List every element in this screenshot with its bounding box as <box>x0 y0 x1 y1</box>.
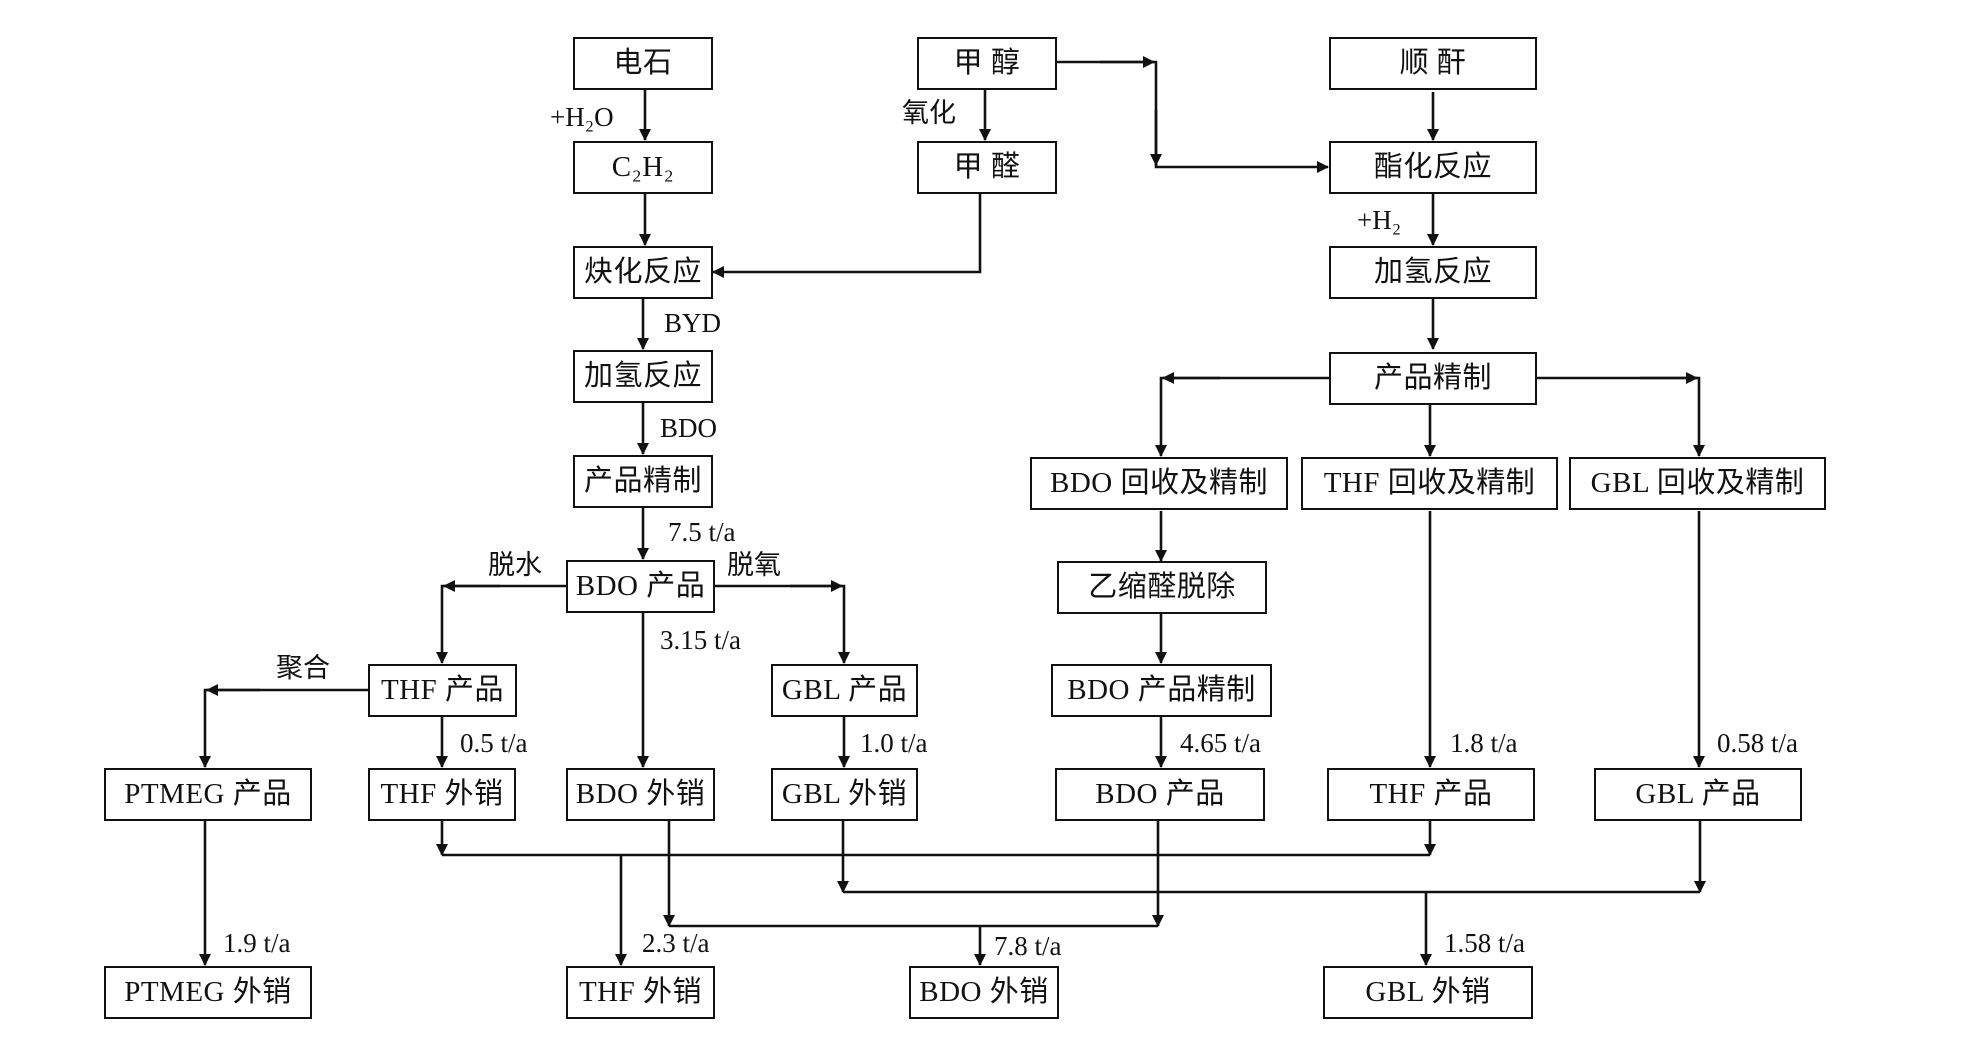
label-flow-4-65: 4.65 t/a <box>1180 728 1261 758</box>
node-methanol: 甲 醇 <box>917 37 1057 90</box>
label-bdo: BDO <box>660 413 718 443</box>
node-label: 加氢反应 <box>1373 256 1492 288</box>
label-oxidation: 氧化 <box>902 98 956 128</box>
node-acetylene: C₂H₂ <box>573 141 713 194</box>
node-gbl-recovery: GBL 回收及精制 <box>1569 457 1826 510</box>
label-deoxidation: 脱氧 <box>727 550 781 580</box>
node-label: 产品精制 <box>1373 362 1492 394</box>
node-thf-sales-mid: THF 外销 <box>368 768 516 821</box>
label-flow-0-58: 0.58 t/a <box>1717 728 1798 758</box>
label-flow-1-9: 1.9 t/a <box>223 928 291 958</box>
node-refining-left: 产品精制 <box>573 455 713 508</box>
node-label: BDO 外销 <box>575 778 706 810</box>
label-flow-0-5: 0.5 t/a <box>460 728 528 758</box>
arrow-refining-to-bdo-recovery <box>1155 376 1329 457</box>
node-gbl-sales-mid: GBL 外销 <box>771 768 918 821</box>
label-flow-7-8: 7.8 t/a <box>994 931 1062 961</box>
arrow-bdo-to-thf <box>436 584 566 664</box>
node-label: PTMEG 产品 <box>124 778 292 810</box>
node-gbl-product-right: GBL 产品 <box>1594 768 1802 821</box>
node-label: BDO 外销 <box>919 976 1049 1008</box>
node-gbl-sales-total: GBL 外销 <box>1323 966 1533 1019</box>
node-label: 甲 醇 <box>953 47 1021 79</box>
node-maleic-anhydride: 顺 酐 <box>1329 37 1537 90</box>
node-label: 加氢反应 <box>583 360 702 392</box>
label-flow-3-15: 3.15 t/a <box>660 625 741 655</box>
node-thf-product-left: THF 产品 <box>368 664 517 717</box>
arrow-methanol-to-esterification <box>1056 60 1329 173</box>
node-ethynylation: 炔化反应 <box>573 246 713 299</box>
label-add-hydrogen: +H₂ <box>1357 205 1402 235</box>
node-ptmeg-product: PTMEG 产品 <box>104 768 312 821</box>
node-label: BDO 产品精制 <box>1067 674 1256 706</box>
node-label: THF 外销 <box>578 976 703 1008</box>
node-label: 炔化反应 <box>583 256 702 288</box>
label-flow-1-58: 1.58 t/a <box>1444 928 1525 958</box>
node-thf-sales-total: THF 外销 <box>566 966 715 1019</box>
node-bdo-recovery: BDO 回收及精制 <box>1030 457 1288 510</box>
node-label: GBL 回收及精制 <box>1590 467 1805 499</box>
node-label: BDO 产品 <box>575 570 706 602</box>
node-refining-right: 产品精制 <box>1329 352 1537 405</box>
arrow-bdo-to-gbl <box>715 584 850 664</box>
node-hydrogenation-left: 加氢反应 <box>573 350 713 403</box>
node-label: GBL 外销 <box>1365 976 1491 1008</box>
label-flow-1-8: 1.8 t/a <box>1450 728 1518 758</box>
label-dehydration: 脱水 <box>488 550 542 580</box>
node-esterification: 酯化反应 <box>1329 141 1537 194</box>
node-bdo-product-refining: BDO 产品精制 <box>1051 664 1272 717</box>
node-bdo-sales-total: BDO 外销 <box>909 966 1059 1019</box>
node-label: 电石 <box>613 47 673 79</box>
node-label: C₂H₂ <box>611 151 675 183</box>
node-acetal-removal: 乙缩醛脱除 <box>1057 561 1267 614</box>
node-label: PTMEG 外销 <box>124 976 292 1008</box>
node-label: 乙缩醛脱除 <box>1088 571 1236 603</box>
node-label: GBL 产品 <box>1635 778 1761 810</box>
arrow-thf-to-ptmeg <box>199 688 368 768</box>
node-label: THF 回收及精制 <box>1323 467 1536 499</box>
node-bdo-product-left: BDO 产品 <box>566 560 715 613</box>
arrow-formaldehyde-to-ethynylation <box>712 194 982 278</box>
node-label: 酯化反应 <box>1373 151 1492 183</box>
node-ptmeg-sales: PTMEG 外销 <box>104 966 312 1019</box>
label-flow-1-0: 1.0 t/a <box>860 728 928 758</box>
node-bdo-product-right: BDO 产品 <box>1055 768 1265 821</box>
node-label: GBL 外销 <box>781 778 908 810</box>
node-label: GBL 产品 <box>781 674 908 706</box>
node-label: THF 产品 <box>380 674 505 706</box>
node-thf-recovery: THF 回收及精制 <box>1301 457 1558 510</box>
node-bdo-sales-mid: BDO 外销 <box>566 768 715 821</box>
node-calcium-carbide: 电石 <box>573 37 713 90</box>
label-byd: BYD <box>664 308 722 338</box>
node-label: 产品精制 <box>583 465 702 497</box>
node-label: BDO 产品 <box>1095 778 1225 810</box>
arrow-refining-to-gbl-recovery <box>1537 376 1705 457</box>
node-formaldehyde: 甲 醛 <box>917 141 1057 194</box>
label-add-water: +H₂O <box>550 102 614 132</box>
node-gbl-product-left: GBL 产品 <box>771 664 918 717</box>
node-label: BDO 回收及精制 <box>1050 467 1268 499</box>
node-thf-product-right: THF 产品 <box>1327 768 1535 821</box>
node-label: 顺 酐 <box>1399 47 1467 79</box>
node-label: 甲 醛 <box>953 151 1021 183</box>
label-flow-2-3: 2.3 t/a <box>642 928 710 958</box>
node-hydrogenation-right: 加氢反应 <box>1329 246 1537 299</box>
node-label: THF 产品 <box>1369 778 1493 810</box>
node-label: THF 外销 <box>380 778 504 810</box>
label-flow-7-5: 7.5 t/a <box>668 517 736 547</box>
label-polymerization: 聚合 <box>276 653 330 683</box>
